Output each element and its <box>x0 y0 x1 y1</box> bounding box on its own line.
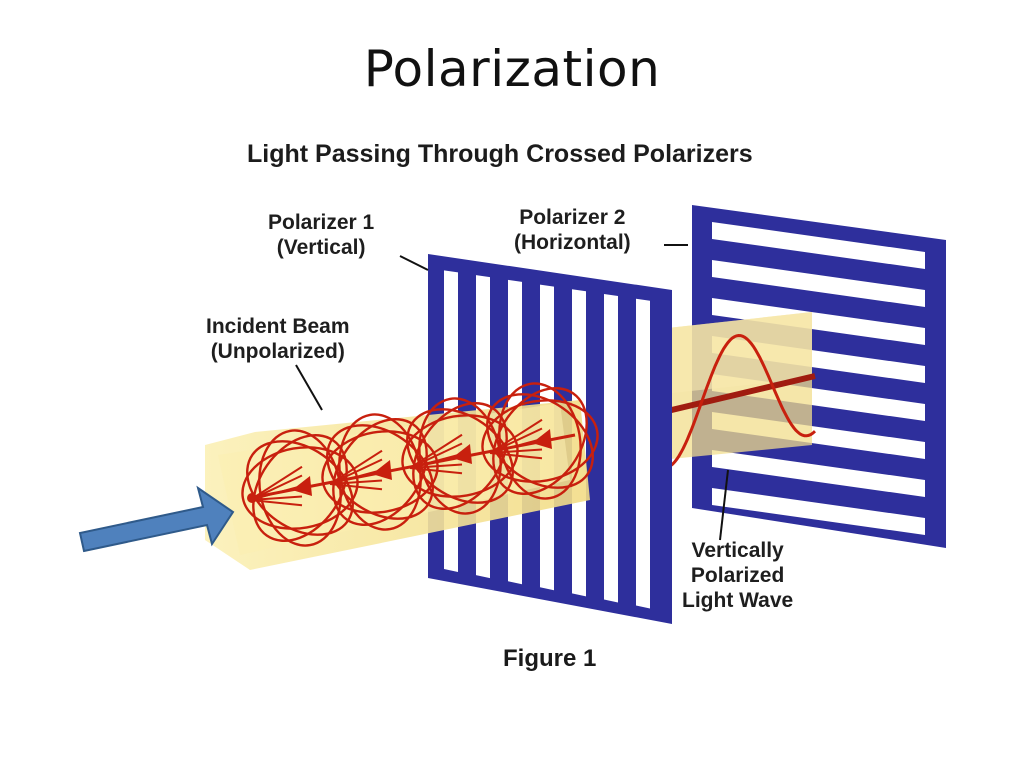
wave-loop <box>332 418 428 526</box>
polarizer-2-label-line2: (Horizontal) <box>514 231 631 254</box>
polarizer-1-slit <box>604 294 618 603</box>
pointer-arrow-icon <box>78 485 235 553</box>
wave-ray <box>409 453 463 469</box>
incident-beam-label-line2: (Unpolarized) <box>210 340 345 363</box>
incident-beam-label-line1: Incident Beam <box>206 315 350 338</box>
wave-ray <box>249 499 303 507</box>
wave-loop <box>241 446 359 530</box>
wave-ray <box>409 433 463 469</box>
incident-beam <box>205 382 599 570</box>
ray-arrowhead <box>372 460 392 480</box>
polarizer-2-slit <box>712 222 925 269</box>
wave-ray <box>249 485 303 501</box>
wave-ray <box>489 427 543 454</box>
wave-loop <box>486 393 594 489</box>
ray-arrowhead <box>292 476 312 496</box>
wave-ray <box>329 449 383 485</box>
vertical-wave-label-line3: Light Wave <box>682 589 794 612</box>
leader-lines <box>295 244 729 541</box>
wave-ray <box>329 469 383 485</box>
ray-arrowhead <box>532 429 552 449</box>
polarizer-1-leader <box>399 255 429 271</box>
figure-title: Light Passing Through Crossed Polarizers <box>247 140 753 168</box>
wave-loop <box>481 399 599 483</box>
polarizer-2-slit <box>712 260 925 307</box>
wave-ray <box>329 458 383 485</box>
wave-ray <box>249 495 303 501</box>
wave-ray <box>489 438 543 454</box>
polarizer-2-label-line1: Polarizer 2 <box>519 206 626 229</box>
polarizer-2-slit <box>712 298 925 345</box>
wave-loop <box>492 387 588 495</box>
polarizer-2-label: Polarizer 2 (Horizontal) <box>514 205 631 255</box>
wave-ray <box>489 418 543 454</box>
polarizer-1-label: Polarizer 1 (Vertical) <box>268 210 374 260</box>
wave-ray <box>489 448 543 454</box>
wave-ray <box>489 452 543 460</box>
vertical-wave-label: Vertically Polarized Light Wave <box>682 538 793 613</box>
wave-ray <box>249 465 303 501</box>
vertical-wave-label-line1: Vertically <box>691 539 784 562</box>
incident-beam-leader <box>295 364 323 411</box>
ray-arrowhead <box>452 444 472 464</box>
vertical-wave-label-line2: Polarized <box>690 564 785 587</box>
figure-caption: Figure 1 <box>503 645 597 672</box>
beam-origin-point <box>247 493 257 503</box>
wave-ray <box>409 442 463 469</box>
wave-ray <box>329 479 383 485</box>
wave-ray <box>249 474 303 501</box>
wave-ray <box>409 463 463 469</box>
polarizer-2-slit <box>712 488 925 535</box>
wave-loop <box>321 430 439 514</box>
polarizer-1-slit <box>636 298 650 609</box>
wave-loop <box>252 434 348 542</box>
polarizer-2-slit <box>712 450 925 497</box>
slide-title: Polarization <box>363 40 661 98</box>
wave-leader <box>719 469 729 541</box>
polarizer-1-label-line1: Polarizer 1 <box>268 211 375 234</box>
wave-ray <box>329 483 383 491</box>
wave-ray <box>409 467 463 475</box>
polarizer-1-label-line2: (Vertical) <box>276 236 366 259</box>
incident-beam-label: Incident Beam (Unpolarized) <box>206 314 350 364</box>
